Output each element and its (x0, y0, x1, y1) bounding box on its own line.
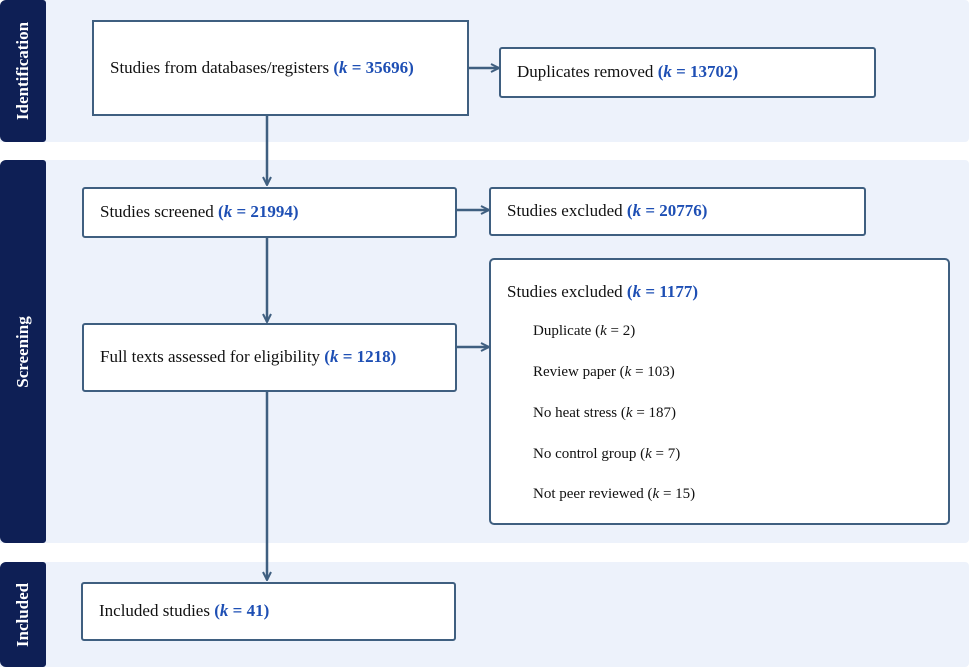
included-tab: Included (0, 562, 46, 667)
databases-box: Studies from databases/registers (k = 35… (92, 20, 469, 116)
duplicates-removed-label: Duplicates removed (517, 62, 654, 82)
excluded-screening-label: Studies excluded (507, 201, 623, 221)
reason-review-paper: Review paper (k = 103) (533, 364, 675, 380)
databases-label: Studies from databases/registers (110, 57, 330, 77)
full-texts-count: (k = 1218) (324, 347, 397, 367)
included-studies-count: (k = 41) (214, 601, 270, 621)
screened-label: Studies screened (100, 202, 214, 222)
full-texts-box: Full texts assessed for eligibility (k =… (82, 323, 457, 392)
screening-tab: Screening (0, 160, 46, 543)
excluded-full-texts-count: (k = 1177) (626, 282, 699, 301)
included-studies-box: Included studies (k = 41) (81, 582, 456, 641)
databases-count: (k = 35696) (333, 57, 414, 77)
excluded-full-texts-title: Studies excluded (k = 1177) (507, 282, 699, 301)
reason-no-control-group: No control group (k = 7) (533, 446, 681, 462)
included-studies-label: Included studies (99, 601, 210, 621)
full-texts-label: Full texts assessed for eligibility (100, 347, 321, 367)
reason-duplicate: Duplicate (k = 2) (533, 323, 636, 339)
excluded-screening-count: (k = 20776) (626, 201, 708, 221)
excluded-full-texts-box: Studies excluded (k = 1177) Duplicate (k… (489, 258, 950, 525)
duplicates-removed-count: (k = 13702) (657, 62, 739, 82)
excluded-screening-box: Studies excluded (k = 20776) (489, 187, 866, 236)
identification-tab: Identification (0, 0, 46, 142)
screened-count: (k = 21994) (218, 202, 299, 222)
duplicates-removed-box: Duplicates removed (k = 13702) (499, 47, 876, 98)
reason-no-heat-stress: No heat stress (k = 187) (533, 405, 677, 421)
reason-not-peer-reviewed: Not peer reviewed (k = 15) (533, 486, 696, 502)
screened-box: Studies screened (k = 21994) (82, 187, 457, 238)
